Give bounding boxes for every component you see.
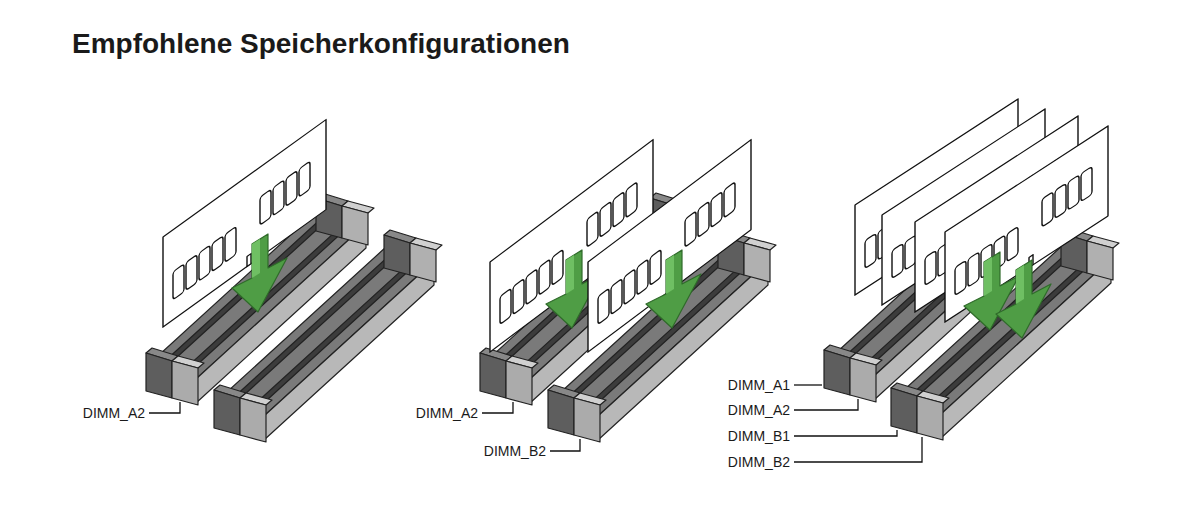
leader-line: [550, 439, 580, 451]
slot-label: DIMM_A2: [416, 405, 478, 421]
leader-line: [794, 384, 822, 385]
memory-module: [588, 140, 751, 352]
slot-label: DIMM_B2: [728, 454, 790, 470]
diagram-title: Empfohlene Speicherkonfigurationen: [72, 28, 570, 60]
slot-label: DIMM_A2: [83, 405, 145, 421]
insert-arrow: [646, 250, 701, 328]
slot-label: DIMM_B1: [728, 428, 790, 444]
insert-arrow: [996, 260, 1051, 338]
leader-line: [482, 402, 513, 413]
memory-module: [163, 120, 326, 327]
leader-line: [794, 399, 858, 410]
leader-line: [794, 437, 922, 462]
slot-label: DIMM_A2: [728, 402, 790, 418]
slot-label: DIMM_B2: [484, 443, 546, 459]
insert-arrow: [232, 234, 287, 312]
leader-line: [149, 402, 180, 413]
leader-line: [794, 430, 897, 436]
slot-label: DIMM_A1: [728, 377, 790, 393]
